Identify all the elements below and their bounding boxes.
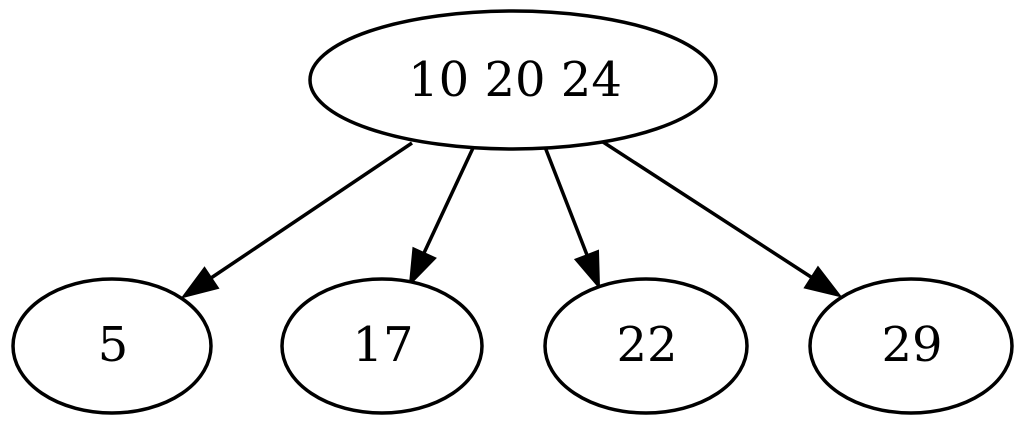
arrowhead-icon — [803, 265, 843, 298]
node-29: 29 — [808, 277, 1014, 415]
edge-line — [543, 146, 589, 256]
node-29-ellipse — [808, 277, 1014, 415]
edge-root-to-5 — [180, 141, 413, 299]
node-root-label: 10 20 24 — [408, 52, 622, 108]
node-22-ellipse — [543, 277, 749, 415]
edge-root-to-17 — [408, 147, 475, 287]
node-22: 22 — [543, 277, 749, 415]
arrowhead-icon — [573, 249, 601, 290]
node-29-label: 29 — [881, 317, 942, 373]
node-5-label: 5 — [98, 317, 129, 373]
edge-root-to-22 — [543, 146, 601, 290]
edge-root-to-29 — [602, 140, 843, 298]
node-5: 5 — [11, 277, 213, 415]
arrowhead-icon — [180, 266, 220, 299]
edge-line — [422, 147, 475, 254]
node-17-label: 17 — [352, 317, 413, 373]
node-17-ellipse — [280, 277, 484, 415]
edge-line — [602, 140, 812, 279]
node-22-label: 22 — [616, 317, 677, 373]
arrowhead-icon — [408, 246, 437, 287]
node-5-ellipse — [11, 277, 213, 415]
edge-line — [210, 141, 413, 280]
node-root: 10 20 24 — [308, 9, 718, 151]
node-root-ellipse — [308, 9, 718, 151]
node-17: 17 — [280, 277, 484, 415]
